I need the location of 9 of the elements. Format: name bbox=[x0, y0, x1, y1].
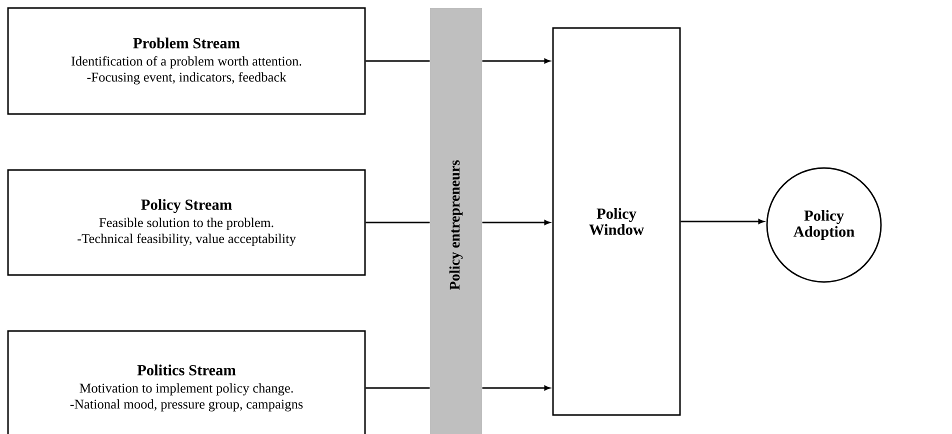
arrow bbox=[482, 58, 550, 64]
entrepreneurs-band: Policy entrepreneurs bbox=[430, 8, 482, 434]
arrow bbox=[482, 220, 550, 225]
window-box: Policy Window bbox=[552, 27, 681, 416]
stream-box: Politics Stream Motivation to implement policy change. -National mood, pressure group, campaigns bbox=[7, 330, 366, 434]
stream-box: Problem Stream Identification of a problem worth attention. -Focusing event, indicators, feedback bbox=[7, 7, 366, 115]
arrow bbox=[482, 386, 550, 390]
stream-box: Policy Stream Feasible solution to the problem. -Technical feasibility, value acceptability bbox=[7, 169, 366, 276]
arrow bbox=[680, 219, 764, 224]
